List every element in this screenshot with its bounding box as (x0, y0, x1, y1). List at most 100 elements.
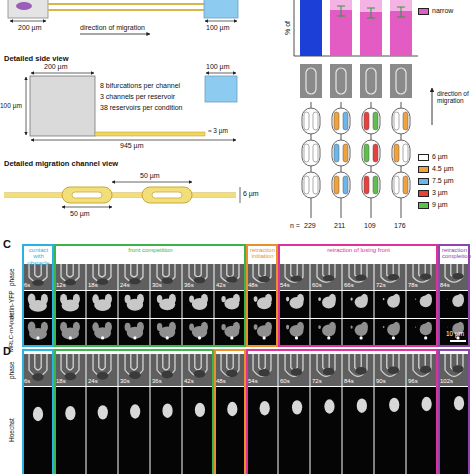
annotation: 945 µm (120, 142, 144, 150)
time-stamp: 24s (120, 282, 130, 289)
annotation: 200 µm (18, 24, 42, 32)
frame (343, 291, 374, 318)
branch-fill (403, 176, 408, 194)
side-view (26, 73, 237, 140)
time-stamp: 30s (120, 378, 130, 385)
time-stamp: 24s (88, 378, 98, 385)
time-stamp: 78s (408, 282, 418, 289)
time-stamp: 48s (248, 282, 258, 289)
losing-front (28, 321, 36, 332)
frame (119, 264, 150, 290)
bifurcation (362, 108, 380, 134)
cell (291, 368, 303, 376)
cell (323, 275, 335, 281)
frame-image (87, 291, 118, 318)
frame-image (119, 387, 150, 474)
dimension-line (31, 140, 236, 141)
frame-image (55, 354, 86, 386)
frame-image (151, 387, 182, 474)
section-heading: Detailed migration channel view (4, 160, 118, 168)
frame-image (183, 291, 214, 318)
bifurcation (142, 187, 192, 203)
frame-image (215, 354, 246, 386)
obstacle-outline (29, 354, 47, 376)
nucleus (195, 403, 205, 417)
winning-front (393, 322, 400, 333)
frame-image (119, 354, 150, 386)
cell (161, 371, 173, 379)
frame (151, 319, 182, 346)
channel-wall (4, 193, 236, 197)
obstacle-outline (285, 264, 303, 282)
nucleus (227, 402, 237, 416)
frame (439, 264, 470, 290)
cell (226, 277, 238, 283)
cell (388, 366, 400, 374)
winning-front (41, 294, 48, 305)
branch-fill (334, 112, 339, 130)
frame (375, 264, 406, 290)
dimension-line (206, 73, 236, 74)
stage-heading: retraction completion (440, 246, 468, 260)
time-stamp: 84s (440, 282, 450, 289)
frame (87, 387, 118, 474)
obstacle-outline (381, 354, 399, 376)
frame-image (215, 387, 246, 474)
branch-fill (394, 144, 399, 162)
frame-image (151, 354, 182, 386)
losing-front (92, 294, 99, 304)
annotation: 50 µm (70, 210, 90, 218)
branch-fill (403, 144, 408, 162)
time-stamp: 72s (312, 378, 322, 385)
frame (279, 264, 310, 290)
winning-front (137, 294, 144, 305)
frame (183, 291, 214, 318)
panel-letter: C (3, 238, 11, 250)
time-stamp: 10 µm (446, 330, 464, 337)
frame-image (215, 264, 246, 290)
frame (375, 319, 406, 346)
frame-image (23, 387, 54, 474)
bifurcation (332, 108, 350, 134)
frame-image (311, 387, 342, 474)
annotation: 109 (364, 222, 376, 230)
legend-text: 6 µm (432, 153, 448, 161)
winning-front (425, 322, 432, 333)
time-stamp: 60s (312, 282, 322, 289)
obstacle-outline (413, 264, 431, 282)
obstacle-outline (221, 354, 239, 376)
frame (311, 291, 342, 318)
frame (439, 291, 470, 318)
frame (279, 319, 310, 346)
obstacle-outline (349, 354, 367, 376)
losing-front (383, 326, 385, 328)
frame-image (23, 319, 54, 346)
cell (194, 370, 206, 378)
frame (439, 319, 470, 346)
bifurcation (392, 172, 410, 198)
myosin-spot (392, 336, 395, 339)
frame-image (247, 319, 278, 346)
myosin-spot (263, 336, 266, 339)
losing-front (447, 326, 449, 328)
bifurcation (302, 108, 320, 134)
branch-fill (334, 144, 339, 162)
winning-front (361, 294, 368, 305)
branch-fill (373, 112, 378, 130)
frame-image (343, 291, 374, 318)
frame (375, 291, 406, 318)
losing-front (286, 325, 289, 330)
frame (247, 319, 278, 346)
winning-front (233, 294, 240, 305)
frame-image (119, 319, 150, 346)
annotation: ≈ 3 µm (208, 127, 228, 134)
frame-image (151, 319, 182, 346)
phase-image (390, 64, 412, 98)
legend-swatch (418, 202, 429, 209)
bar (330, 10, 352, 56)
winning-front (457, 294, 464, 305)
cell (97, 279, 109, 285)
cell (452, 273, 464, 279)
frame-image (279, 264, 310, 290)
